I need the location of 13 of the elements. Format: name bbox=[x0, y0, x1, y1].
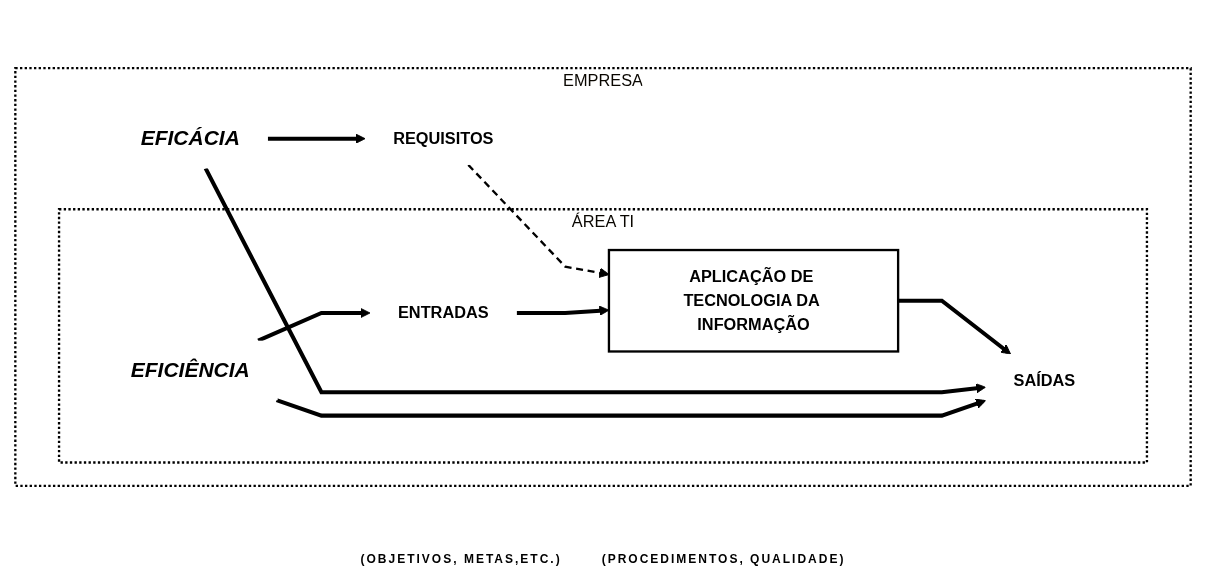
arrow bbox=[267, 133, 366, 144]
node-text: REQUISITOS bbox=[393, 128, 494, 148]
arrow bbox=[275, 398, 987, 418]
node-text: EFICIÊNCIA bbox=[130, 358, 250, 382]
node-text: SAÍDAS bbox=[1013, 370, 1076, 390]
node-text: ENTRADAS bbox=[397, 303, 489, 322]
node-box: APLICAÇÃO DE TECNOLOGIA DA INFORMAÇÃO bbox=[607, 248, 900, 353]
note-text: (OBJETIVOS, METAS,ETC.) bbox=[360, 552, 562, 566]
arrow bbox=[257, 307, 371, 343]
arrow bbox=[898, 298, 1012, 355]
arrow bbox=[203, 167, 987, 395]
note-text: (PROCEDIMENTOS, QUALIDADE) bbox=[601, 552, 846, 566]
node-text: EFICÁCIA bbox=[140, 126, 240, 150]
